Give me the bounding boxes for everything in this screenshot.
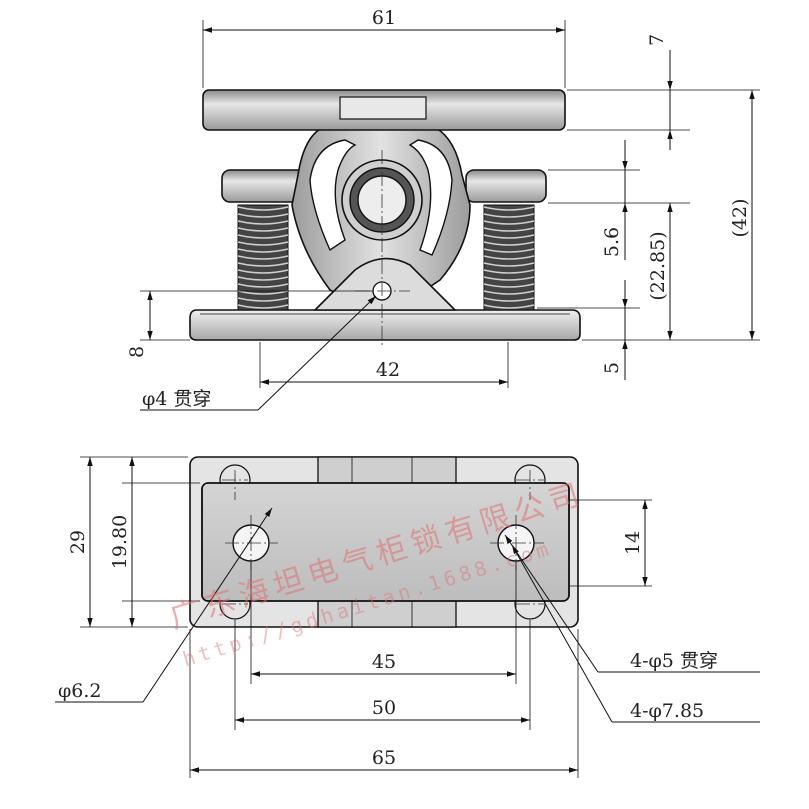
spring-coil bbox=[483, 241, 535, 246]
spring-coil bbox=[237, 297, 289, 302]
dim-base-thickness: 5 bbox=[601, 362, 623, 374]
spring-coil bbox=[483, 227, 535, 232]
spring-coil bbox=[483, 304, 535, 309]
right-spring bbox=[483, 204, 535, 311]
right-spring-cap bbox=[465, 169, 547, 203]
front-dimensions: 61 7 (42) 5.6 (22.85) 5 8 bbox=[126, 7, 760, 411]
dim-hole-y-spacing: 14 bbox=[622, 531, 644, 555]
spring-coil bbox=[483, 262, 535, 267]
spring-coil bbox=[237, 213, 289, 218]
dim-pivot-spacing: 42 bbox=[376, 359, 400, 381]
spring-coil bbox=[483, 255, 535, 260]
spring-coil bbox=[483, 276, 535, 281]
spring-coil bbox=[483, 206, 535, 211]
spring-coil bbox=[483, 234, 535, 239]
spring-coil bbox=[237, 290, 289, 295]
spring-coil bbox=[237, 241, 289, 246]
dim-counterbore-spacing: 50 bbox=[372, 697, 396, 719]
spring-coil bbox=[483, 297, 535, 302]
spring-coil bbox=[483, 269, 535, 274]
spring-coil bbox=[483, 213, 535, 218]
dim-inner-depth: 19.80 bbox=[109, 515, 131, 569]
spring-coil bbox=[483, 248, 535, 253]
top-view bbox=[189, 456, 579, 628]
body-top bbox=[317, 456, 457, 486]
spring-coil bbox=[483, 283, 535, 288]
dim-top-thickness: 7 bbox=[646, 34, 668, 46]
front-view bbox=[189, 89, 581, 345]
spring-coil bbox=[237, 206, 289, 211]
top-dimensions: 29 19.80 14 45 50 65 φ6.2 4-φ5 贯穿 bbox=[55, 456, 760, 778]
spring-coil bbox=[237, 220, 289, 225]
dim-total-depth: 29 bbox=[67, 530, 89, 554]
dim-total-height: (42) bbox=[729, 198, 751, 237]
left-spring bbox=[237, 204, 289, 311]
label-counterbore-left: φ6.2 bbox=[58, 680, 102, 702]
spring-coil bbox=[237, 276, 289, 281]
spring-coil bbox=[483, 220, 535, 225]
left-cutout bbox=[309, 139, 357, 252]
spring-coil bbox=[237, 255, 289, 260]
right-cutout bbox=[408, 139, 453, 256]
label-counterbores: 4-φ7.85 bbox=[630, 700, 704, 722]
dim-mid-height: (22.85) bbox=[647, 231, 669, 300]
spring-coil bbox=[237, 304, 289, 309]
spring-coil bbox=[237, 227, 289, 232]
label-through-holes: 4-φ5 贯穿 bbox=[630, 650, 718, 672]
spring-coil bbox=[237, 262, 289, 267]
spring-coil bbox=[237, 248, 289, 253]
top-bar-label-plate bbox=[339, 96, 427, 120]
dim-total-width: 65 bbox=[372, 747, 396, 769]
dim-width-top: 61 bbox=[372, 7, 396, 29]
dim-hole-x-spacing: 45 bbox=[372, 651, 396, 673]
spring-coil bbox=[237, 234, 289, 239]
spring-coil bbox=[483, 290, 535, 295]
spring-coil bbox=[237, 269, 289, 274]
spring-coil bbox=[237, 283, 289, 288]
dim-spring-height: 5.6 bbox=[601, 227, 623, 257]
pivot-hole-label: φ4 贯穿 bbox=[142, 388, 211, 410]
base-plate bbox=[189, 309, 581, 341]
dim-pivot-height: 8 bbox=[126, 346, 148, 358]
